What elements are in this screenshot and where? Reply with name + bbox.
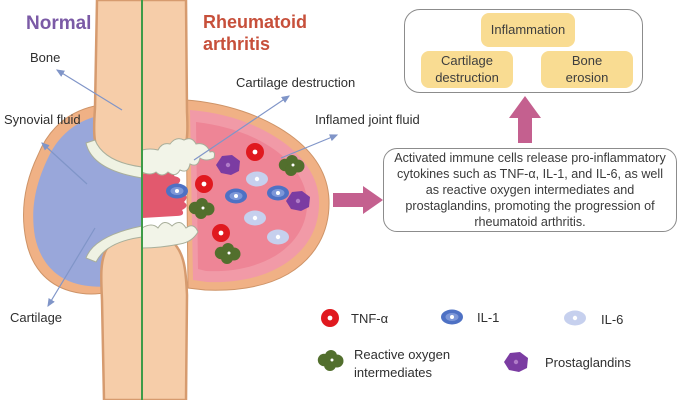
tnf-legend-label: TNF-α [351,311,389,326]
bone-erosion-box: Bone erosion [541,51,633,88]
arrow-right-icon [333,186,383,214]
inflamed-leader-line [280,134,339,159]
tnf-legend-icon [321,309,339,327]
synovial-fluid-label: Synovial fluid [4,112,81,127]
lower-bone [99,227,189,400]
cartilage-destruction-leader-line [193,95,290,161]
synovial-leader-line [41,142,88,185]
inflamed-joint-fluid-label: Inflamed joint fluid [315,112,420,127]
prostaglandin-legend-icon [504,352,528,372]
normal-title: Normal [26,13,92,34]
il1-legend-icon [441,309,463,325]
prostaglandin-legend-label: Prostaglandins [545,355,631,370]
eroded-joint-space [142,165,187,218]
bone-leader-line [55,69,123,111]
description-text: Activated immune cells release pro-infla… [394,151,666,229]
il1-legend-label: IL-1 [477,310,500,325]
bone-label: Bone [30,50,61,65]
cartilage-label: Cartilage [10,310,63,325]
description-box: Activated immune cells release pro-infla… [383,148,677,232]
cartilage-destruction-box: Cartilage destruction [421,51,513,88]
cartilage-lower-eroded [141,222,199,249]
rheumatoid-arthritis-title: Rheumatoid arthritis [203,12,308,54]
il6-legend-icon [564,310,586,326]
cartilage-leader-line [47,227,96,308]
inflammation-box: Inflammation [481,13,575,47]
leader-lines [41,69,339,308]
il6-legend-label: IL-6 [601,312,624,327]
ros-legend-icon [317,350,344,371]
ros-legend-label: Reactive oxygen intermediates [354,347,451,380]
cartilage-upper-eroded [141,138,215,176]
cartilage-destruction-label: Cartilage destruction [236,75,356,90]
arrow-up-icon [509,96,541,143]
